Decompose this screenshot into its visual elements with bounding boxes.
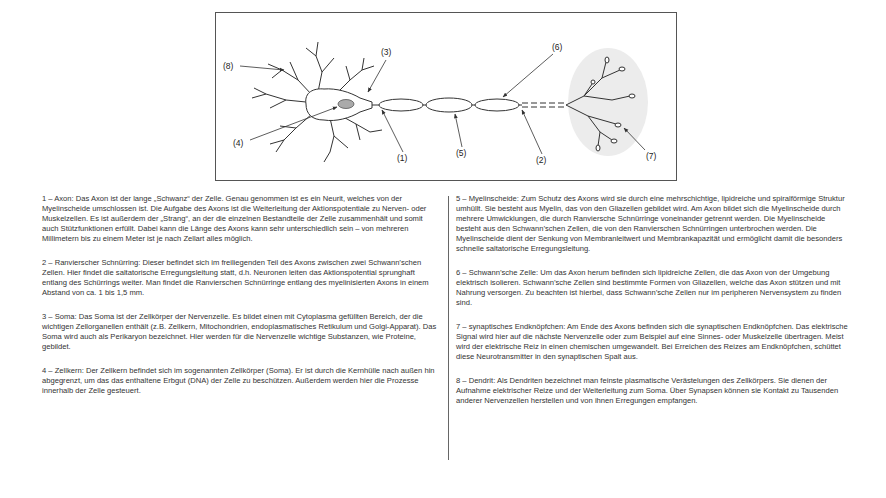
description-paragraph: 1 – Axon: Das Axon ist der lange „Schwan… bbox=[42, 194, 440, 244]
axon-terminals bbox=[566, 62, 630, 146]
axon-dashes bbox=[522, 103, 566, 107]
callout-number: (6) bbox=[551, 43, 563, 52]
soma-shape bbox=[306, 89, 372, 121]
description-paragraph: 7 – synaptisches Endknöpfchen: Am Ende d… bbox=[456, 322, 852, 362]
description-paragraph: 2 – Ranvierscher Schnürring: Dieser befi… bbox=[42, 258, 440, 298]
text-column: 5 – Myelinscheide: Zum Schutz des Axons … bbox=[456, 194, 852, 420]
leader-lines bbox=[240, 54, 645, 154]
description-paragraph: 3 – Soma: Das Soma ist der Zellkörper de… bbox=[42, 312, 440, 352]
callout-number: (5) bbox=[455, 149, 467, 158]
illustration-frame bbox=[216, 13, 677, 181]
callout-number: (2) bbox=[535, 156, 547, 165]
myelin-segments bbox=[379, 98, 519, 112]
description-paragraph: 5 – Myelinscheide: Zum Schutz des Axons … bbox=[456, 194, 852, 254]
terminal-zone bbox=[568, 48, 648, 156]
callout-number: (4) bbox=[232, 139, 244, 148]
callout-number: (7) bbox=[645, 152, 657, 161]
column-divider bbox=[448, 196, 449, 460]
nucleus-shape bbox=[338, 100, 354, 109]
synaptic-knobs bbox=[591, 57, 635, 151]
description-paragraph: 4 – Zellkern: Der Zellkern befindet sich… bbox=[42, 366, 440, 396]
dendrites bbox=[252, 42, 382, 162]
callout-number: (3) bbox=[380, 48, 392, 57]
text-column: 1 – Axon: Das Axon ist der lange „Schwan… bbox=[42, 194, 440, 410]
description-paragraph: 6 – Schwann’sche Zelle: Um das Axon heru… bbox=[456, 268, 852, 308]
callout-number: (8) bbox=[222, 62, 234, 71]
callout-number: (1) bbox=[396, 154, 408, 163]
description-paragraph: 8 – Dendrit: Als Dendriten bezeichnet ma… bbox=[456, 376, 852, 406]
